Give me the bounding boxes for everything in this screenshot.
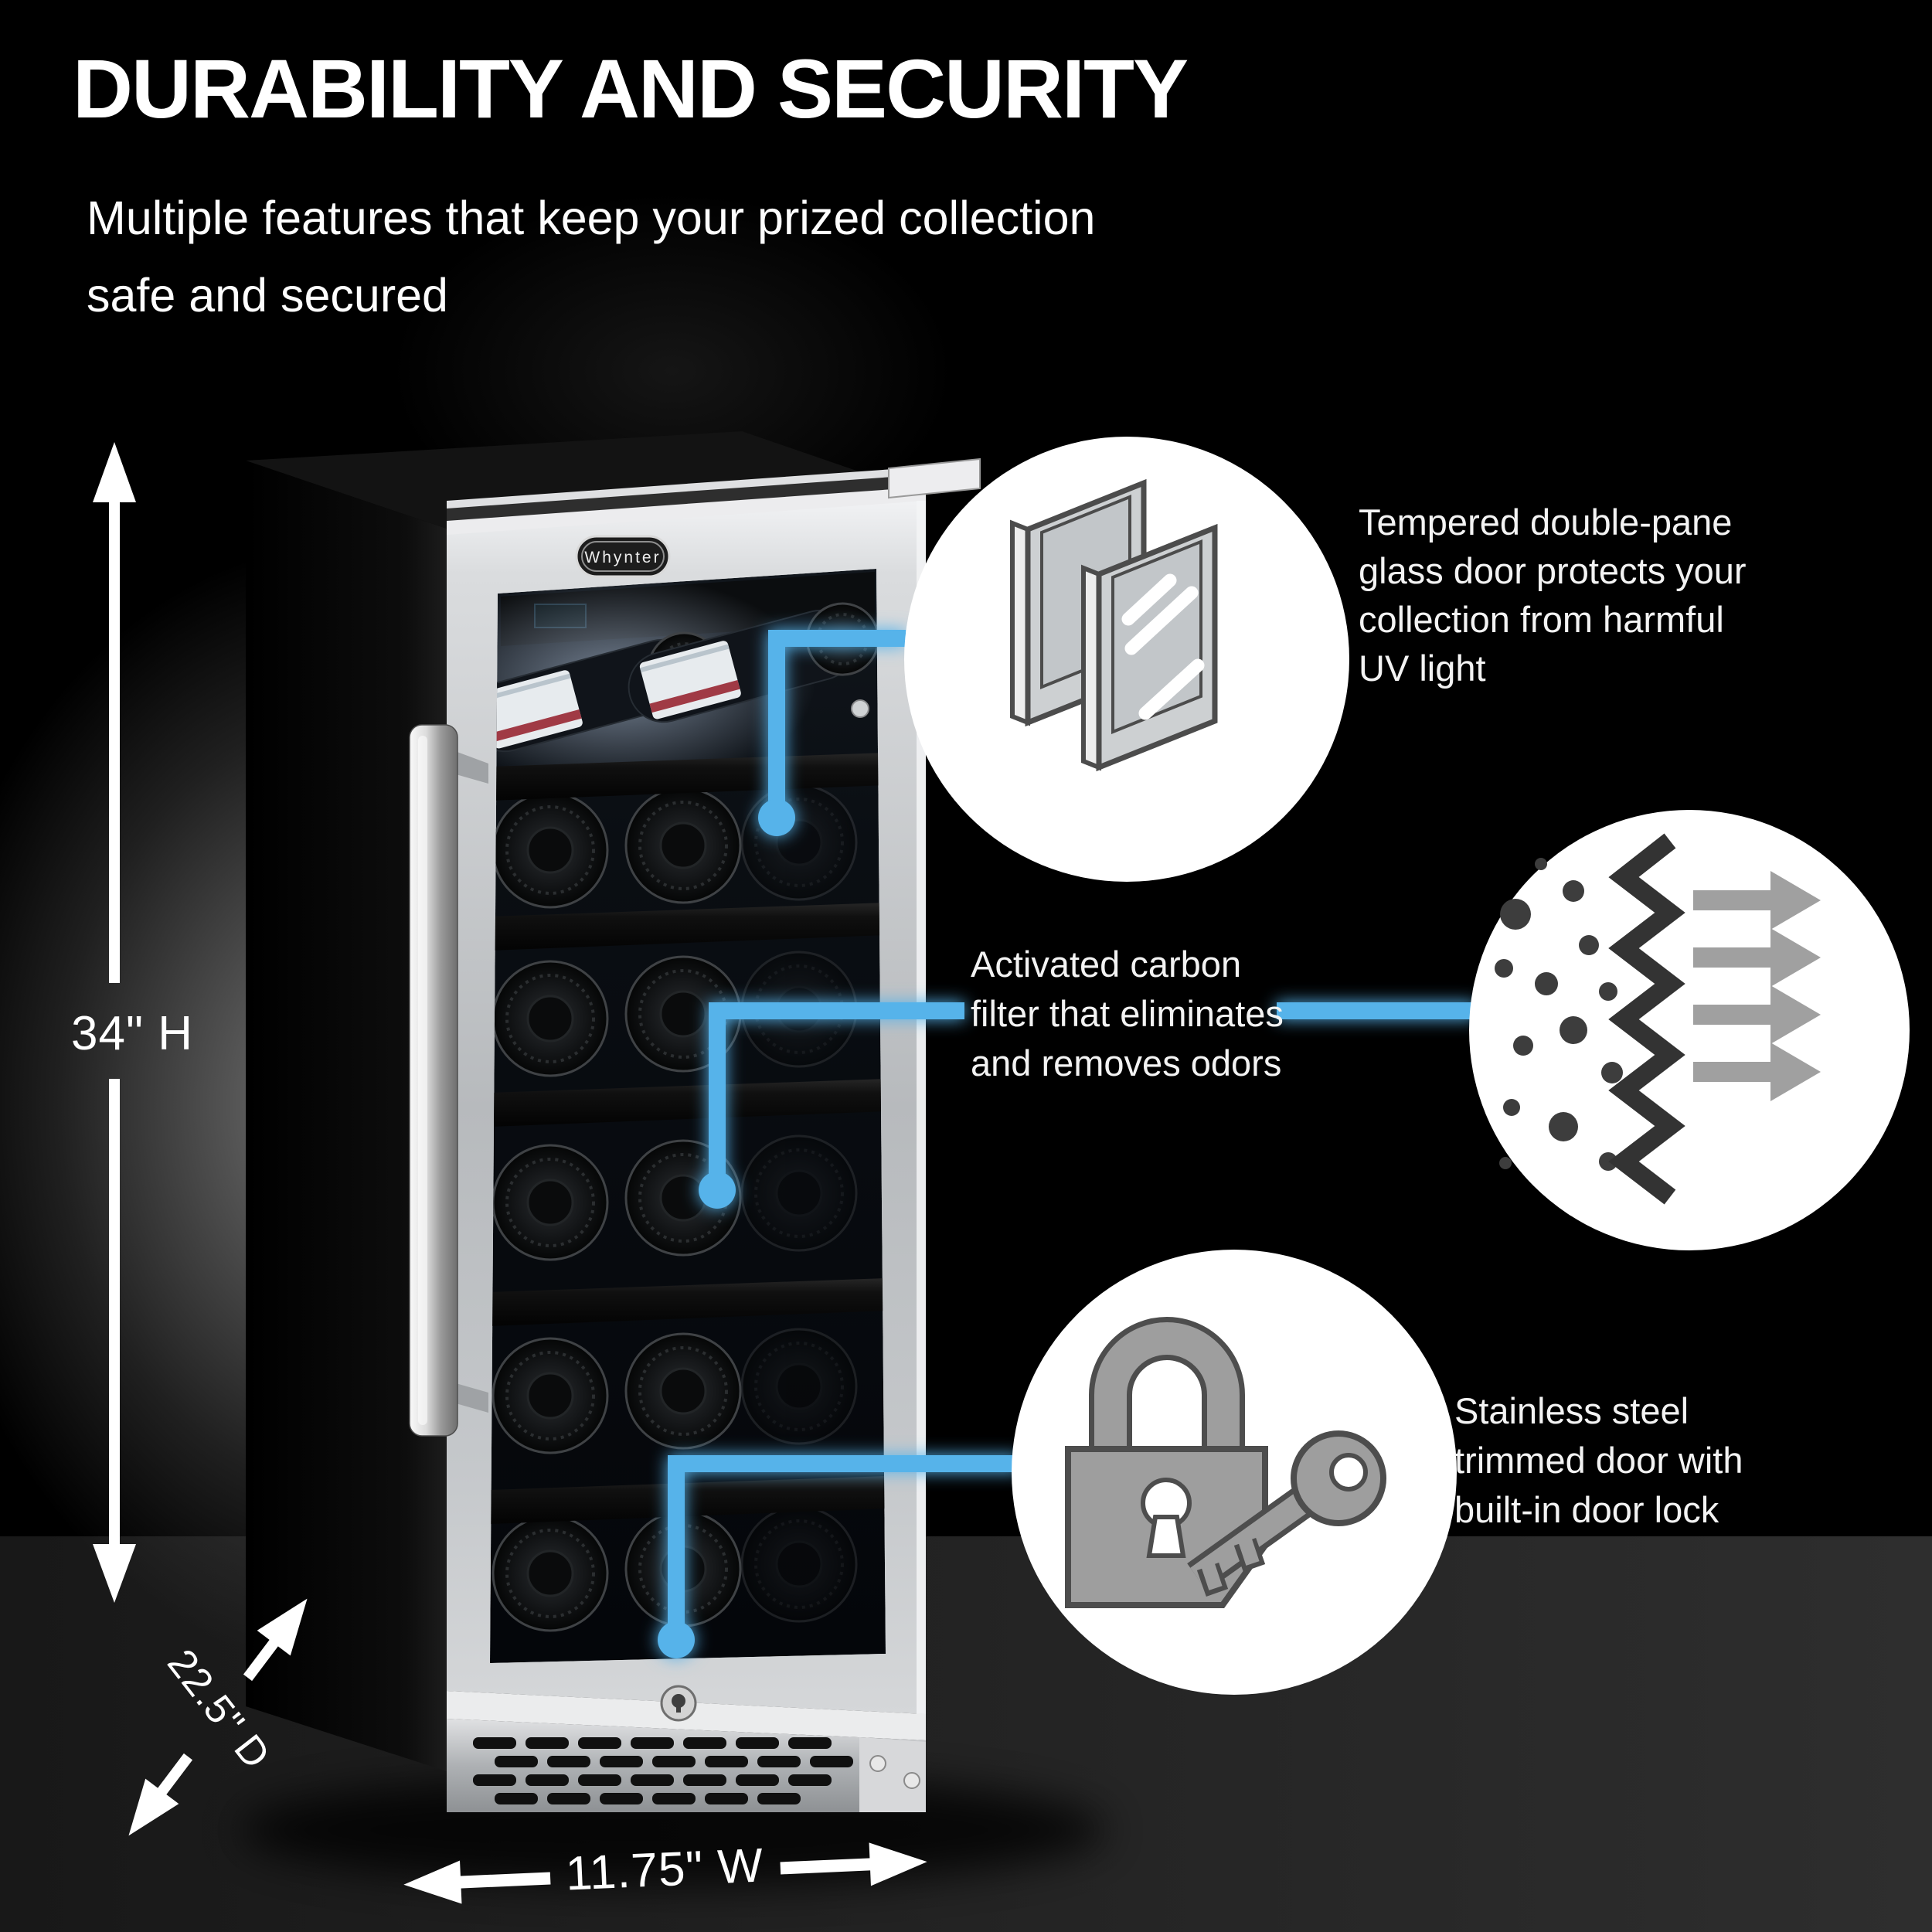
door-hinge xyxy=(888,457,981,499)
height-dimension-label: 34" H xyxy=(71,1007,193,1060)
callout-line: built-in door lock xyxy=(1454,1489,1719,1530)
whynter-badge: Whynter xyxy=(575,535,671,578)
plate-screw xyxy=(869,1755,886,1772)
feature-circle-lock xyxy=(1012,1250,1457,1695)
page-subtitle: Multiple features that keep your prized … xyxy=(87,179,1095,334)
feature-callout-glass: Tempered double-pane glass door protects… xyxy=(1359,498,1747,692)
door-handle xyxy=(409,724,488,1437)
callout-line: collection from harmful xyxy=(1359,599,1724,640)
vent-grille xyxy=(473,1737,853,1804)
double-pane-glass-icon xyxy=(1010,478,1218,772)
page-title: DURABILITY AND SECURITY xyxy=(73,42,1189,135)
feature-connectors xyxy=(658,630,1476,1658)
feature-callout-filter: Activated carbon filter that eliminates … xyxy=(971,940,1284,1088)
callout-line: UV light xyxy=(1359,648,1486,689)
plate-screw xyxy=(903,1772,920,1789)
door-screw xyxy=(851,699,869,718)
callout-line: filter that eliminates xyxy=(971,993,1284,1034)
odor-particles xyxy=(1495,858,1623,1171)
shelves xyxy=(490,753,886,1524)
lock-and-key-icon xyxy=(1065,1317,1386,1608)
callout-line: trimmed door with xyxy=(1454,1440,1743,1481)
depth-dimension-arrow xyxy=(128,1598,308,1836)
callout-line: and removes odors xyxy=(971,1043,1282,1083)
door-top-highlight xyxy=(447,467,926,510)
airflow-arrows xyxy=(1693,871,1821,1101)
feature-circle-filter xyxy=(1469,810,1910,1250)
height-dimension-arrow xyxy=(93,442,136,1603)
connector-dot xyxy=(699,1172,736,1209)
page-subtitle-line: safe and secured xyxy=(87,269,448,321)
wine-cooler-product: Whynter xyxy=(246,431,981,1812)
brand-label: Whynter xyxy=(584,549,661,566)
connector-line-filter-left xyxy=(709,1002,964,1188)
connector-dot xyxy=(658,1621,695,1658)
cabinet-left-side xyxy=(246,461,447,1771)
filter-zigzag xyxy=(1608,833,1685,1205)
key xyxy=(1187,1430,1386,1597)
page-subtitle-line: Multiple features that keep your prized … xyxy=(87,192,1096,244)
door-right-edge-highlight xyxy=(917,501,926,1714)
glass-door-window xyxy=(490,569,886,1663)
door-top-trim xyxy=(447,487,926,536)
door-lock-keyhole xyxy=(660,1685,697,1722)
callout-line: Activated carbon xyxy=(971,944,1242,985)
callout-line: Tempered double-pane xyxy=(1359,502,1733,543)
connector-line-glass xyxy=(768,630,906,815)
callout-line: Stainless steel xyxy=(1454,1390,1689,1431)
feature-callout-lock: Stainless steel trimmed door with built-… xyxy=(1454,1386,1743,1535)
width-dimension-label: 11.75" W xyxy=(564,1838,765,1901)
carbon-filter-icon xyxy=(1495,833,1821,1205)
feature-circle-glass xyxy=(904,437,1349,882)
callout-line: glass door protects your xyxy=(1359,550,1747,591)
door-top-gasket xyxy=(447,474,926,522)
connector-line-lock xyxy=(668,1455,1020,1638)
width-dimension-arrow xyxy=(403,1842,927,1904)
connector-dot xyxy=(758,799,795,836)
